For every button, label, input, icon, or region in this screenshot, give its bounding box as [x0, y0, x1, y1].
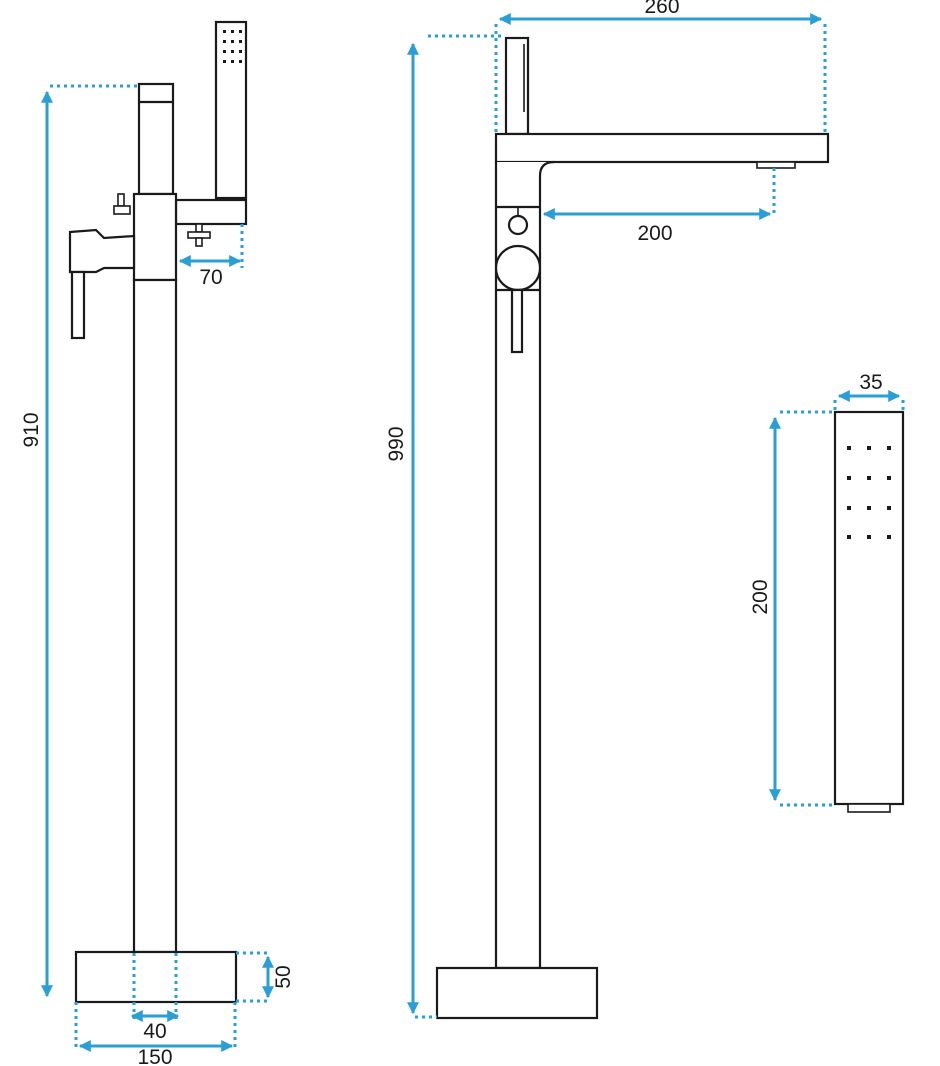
front-column-width-dimension: 40 — [130, 953, 180, 1043]
front-base-width-label: 150 — [137, 1046, 172, 1066]
side-spout-label: 200 — [637, 222, 672, 245]
hand-shower-width-dimension: 35 — [833, 371, 905, 412]
front-base — [74, 950, 238, 1004]
front-height-label: 910 — [20, 412, 43, 447]
front-height-dimension: 910 — [20, 84, 138, 998]
side-height-label: 990 — [385, 426, 408, 461]
front-hand-shower — [214, 20, 248, 200]
front-hand-shower-nozzles — [223, 30, 242, 63]
front-spout-label: 70 — [199, 266, 222, 289]
side-reach-label: 260 — [644, 0, 679, 18]
hand-shower-length-label: 200 — [749, 579, 772, 614]
hand-shower-length-dimension: 200 — [749, 410, 833, 807]
front-base-height-label: 50 — [272, 965, 295, 988]
side-aerator — [756, 161, 796, 169]
side-main-column — [494, 160, 555, 970]
hand-shower-body — [833, 410, 905, 806]
front-view-faucet — [68, 20, 248, 1004]
front-lever-handle — [68, 228, 136, 274]
side-mixer-disc — [494, 244, 542, 292]
front-spout-dimension: 70 — [178, 224, 244, 289]
side-lever — [510, 288, 524, 354]
side-view-faucet — [435, 36, 830, 1020]
front-column-width-label: 40 — [143, 1020, 166, 1043]
side-height-dimension: 990 — [385, 34, 504, 1019]
side-spout-arm — [494, 132, 830, 164]
side-base — [435, 966, 599, 1020]
front-main-column — [132, 278, 178, 954]
side-reach-dimension: 260 — [494, 0, 827, 134]
front-base-height-dimension: 50 — [236, 951, 295, 1003]
hand-shower-detail — [833, 410, 905, 813]
side-spout-dimension: 200 — [542, 168, 776, 245]
front-base-width-dimension: 150 — [74, 1002, 237, 1066]
hand-shower-connector — [847, 803, 891, 813]
hand-shower-width-label: 35 — [859, 371, 882, 394]
hand-shower-nozzles — [847, 446, 891, 539]
front-mixer-body — [132, 192, 178, 282]
front-top-column — [137, 82, 175, 196]
front-holder-arm — [174, 198, 248, 226]
